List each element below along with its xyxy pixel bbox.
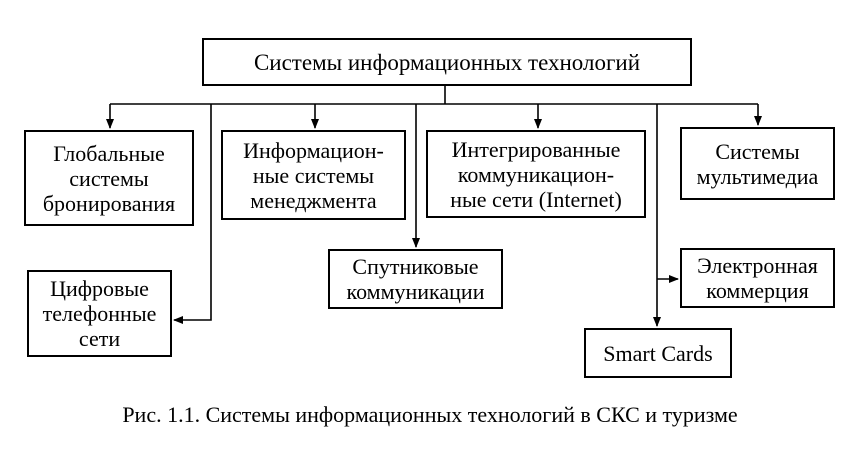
multimedia-systems-box: Системы мультимедиа [680,127,835,200]
connector-to-digital-phone [173,104,212,324]
digital-telephone-networks-box: Цифровые телефонные сети [27,270,172,357]
e-commerce-box: Электронная коммерция [680,248,835,308]
satellite-communications-box: Спутниковые коммуникации [328,249,503,309]
integrated-communication-networks-box: Интегрированные коммуникацион- ные сети … [426,130,646,218]
figure-caption: Рис. 1.1. Системы информационных техноло… [122,402,738,427]
root-node-box: Системы информационных технологий [202,38,692,86]
global-booking-systems-box: Глобальные системы бронирования [24,130,194,226]
management-information-systems-box: Информацион- ные системы менеджмента [221,130,406,220]
smart-cards-box: Smart Cards [584,328,732,378]
